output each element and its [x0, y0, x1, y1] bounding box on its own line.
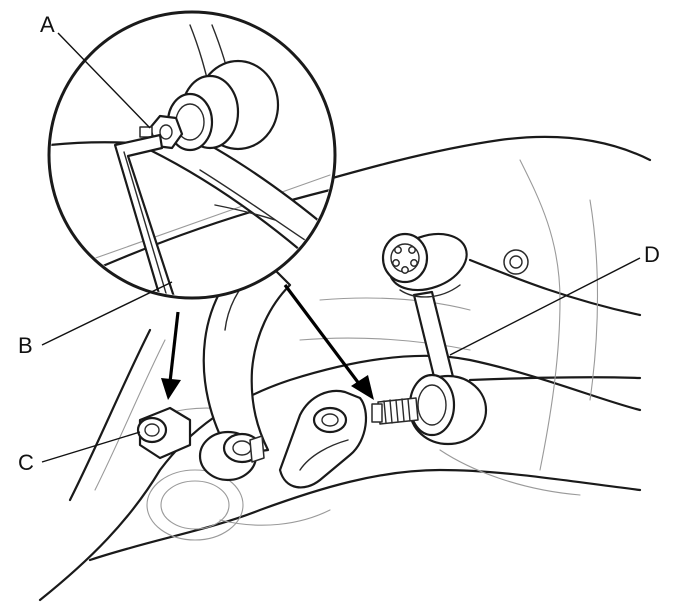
- callout-c: C: [18, 450, 34, 475]
- movement-arrows: [161, 284, 374, 400]
- lower-nut-assembly: [136, 406, 265, 482]
- callout-b: B: [18, 333, 33, 358]
- callout-d: D: [644, 242, 660, 267]
- leader-lines: [41, 32, 641, 463]
- detail-magnifier: [47, 10, 337, 300]
- stabilizer-link: [371, 232, 488, 446]
- callout-a: A: [40, 12, 55, 37]
- mounting-bracket: [278, 389, 367, 489]
- background-suspension-outline: [38, 135, 652, 602]
